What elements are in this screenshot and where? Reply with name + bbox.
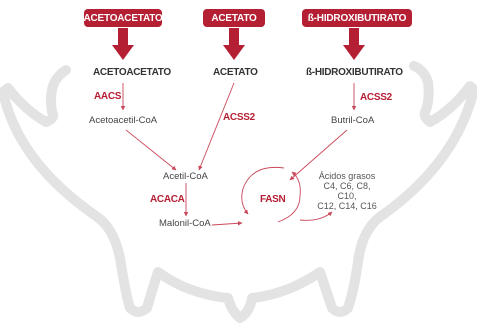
metabolite-acetoacetato: ACETOACETATO [93, 67, 171, 78]
block-arrow-hidroxibutirato [343, 28, 365, 60]
enzyme-acss2-center: ACSS2 [223, 112, 255, 123]
product-fatty-acids-line1: Ácidos grasos [318, 171, 376, 181]
arrow-butril-to-fasn [289, 129, 348, 181]
arrow-acetoacetil-to-acetil [125, 129, 177, 171]
product-fatty-acids-line3: C12, C14, C16 [317, 201, 377, 212]
badge-acetoacetato: ACETOACETATO [83, 9, 163, 27]
block-arrow-acetato [223, 28, 245, 60]
product-fatty-acids: Ácidos grasos C4, C6, C8, C10, C12, C14,… [315, 171, 379, 211]
metabolite-acetato: ACETATO [213, 67, 258, 78]
fasn-cycle-right [277, 171, 301, 223]
intermediate-acetil-coa: Acetil-CoA [163, 171, 208, 182]
fasn-cycle-left [241, 166, 285, 215]
arrow-fasn-to-acids [299, 211, 333, 221]
badge-beta-hidroxibutirato: ß-HIDROXIBUTIRATO [302, 9, 412, 27]
product-fatty-acids-line2: C4, C6, C8, C10, [323, 181, 371, 202]
enzyme-aacs: AACS [94, 91, 122, 102]
intermediate-acetoacetil-coa: Acetoacetil-CoA [89, 115, 158, 126]
enzyme-acss2-right: ACSS2 [360, 92, 392, 103]
enzyme-fasn: FASN [260, 194, 286, 205]
intermediate-butril-coa: Butril-CoA [331, 115, 375, 126]
metabolite-beta-hidroxibutirato: ß-HIDROXIBUTIRATO [306, 67, 403, 78]
intermediate-malonil-coa: Malonil-CoA [159, 218, 211, 229]
badge-acetato: ACETATO [203, 9, 265, 27]
block-arrow-acetoacetato [112, 28, 134, 60]
enzyme-acaca: ACACA [150, 194, 185, 205]
arrow-malonil-to-fasn [211, 221, 243, 226]
arrow-acetato-to-acetil [198, 82, 235, 171]
